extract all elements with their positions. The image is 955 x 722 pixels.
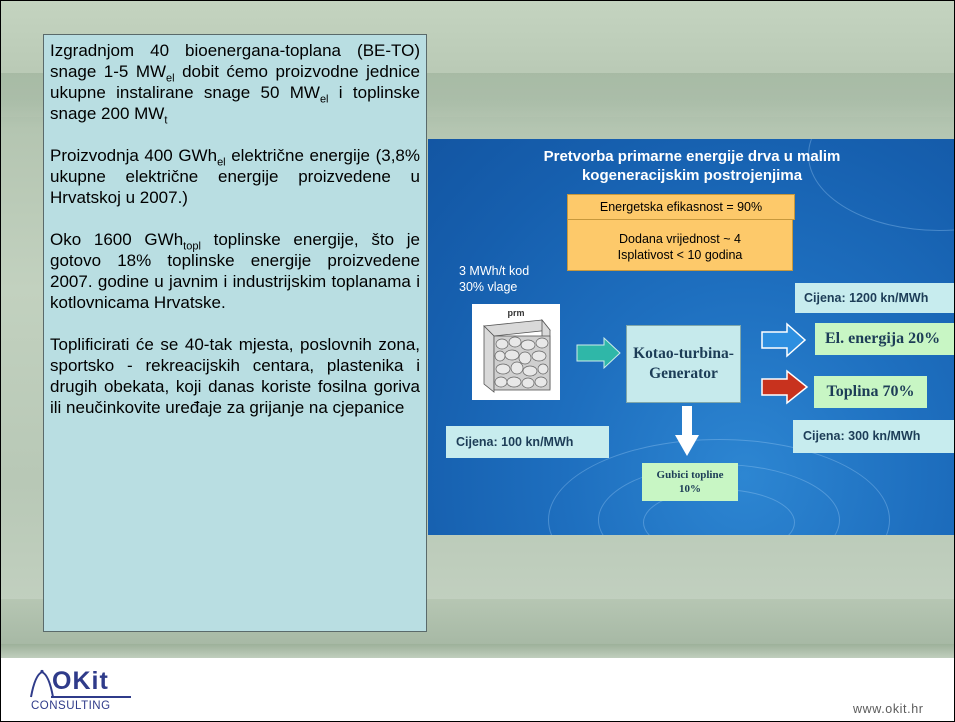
turbine-label-line: Generator — [649, 365, 718, 382]
diagram-title-line: Pretvorba primarne energije drva u malim — [543, 148, 841, 165]
subscript: el — [166, 72, 175, 85]
wood-note-line: 3 MWh/t kod — [459, 264, 530, 278]
firewood-unit-label: prm — [507, 308, 525, 318]
subscript: el — [217, 156, 226, 169]
wood-energy-note: 3 MWh/t kod 30% vlage — [459, 263, 559, 295]
paragraph-heating-sites: Toplificirati će se 40-tak mjesta, poslo… — [50, 335, 420, 417]
efficiency-box: Energetska efikasnost = 90% — [567, 194, 795, 220]
input-price-box: Cijena: 100 kn/MWh — [446, 426, 609, 458]
okit-logo: OKit CONSULTING — [29, 667, 149, 717]
wood-note-line: 30% vlage — [459, 280, 518, 294]
logo-underline — [51, 696, 131, 698]
subscript: topl — [183, 240, 201, 253]
loss-label-line: 10% — [679, 483, 701, 495]
paragraph-capacity: Izgradnjom 40 bioenergana-toplana (BE-TO… — [50, 40, 420, 127]
loss-label-line: Gubici topline — [656, 469, 724, 481]
added-value-text: Dodana vrijednost ~ 4 — [619, 232, 741, 246]
heat-output-box: Toplina 70% — [814, 376, 927, 408]
boiler-turbine-generator-box: Kotao-turbina- Generator — [626, 325, 741, 403]
firewood-image: prm — [472, 304, 560, 400]
turbine-label-line: Kotao-turbina- — [633, 345, 734, 362]
logo-text: OKit — [52, 667, 109, 695]
text-segment: i toplinske snage 200 MW — [50, 83, 420, 123]
website-url: www.okit.hr — [853, 702, 924, 716]
text-segment: dobit ćemo proizvodne jednice ukupne ins… — [50, 62, 420, 102]
electricity-price-box: Cijena: 1200 kn/MWh — [795, 283, 954, 313]
subscript: t — [164, 114, 168, 127]
text-segment: Oko 1600 GWh — [50, 230, 184, 249]
diagram-title-line: kogeneracijskim postrojenjima — [581, 167, 803, 184]
subscript: el — [319, 93, 329, 106]
paragraph-heat: Oko 1600 GWhtopl toplinske energije, što… — [50, 229, 420, 313]
paragraph-electricity: Proizvodnja 400 GWhel električne energij… — [50, 145, 420, 208]
text-segment: toplinske energije, što je gotovo 18% to… — [50, 230, 420, 312]
logo-arch-icon — [30, 669, 54, 698]
diagram-title: Pretvorba primarne energije drva u malim… — [428, 147, 954, 185]
heat-price-box: Cijena: 300 kn/MWh — [793, 420, 954, 453]
heat-loss-box: Gubici topline 10% — [642, 463, 738, 501]
footer-strip — [1, 644, 954, 658]
text-segment: Proizvodnja 400 GWh — [50, 146, 218, 165]
logo-subtext: CONSULTING — [31, 700, 111, 712]
electricity-output-box: El. energija 20% — [815, 323, 954, 355]
text-segment: električne energije (3,8% ukupne elektri… — [50, 146, 420, 207]
payback-text: Isplativost < 10 godina — [617, 248, 743, 262]
added-value-box: Dodana vrijednost ~ 4 Isplativost < 10 g… — [567, 219, 793, 271]
firewood-pile-icon — [483, 318, 551, 393]
text-segment: Izgradnjom 40 bioenergana-toplana (BE-TO… — [50, 41, 420, 81]
description-text-box: Izgradnjom 40 bioenergana-toplana (BE-TO… — [43, 34, 427, 632]
